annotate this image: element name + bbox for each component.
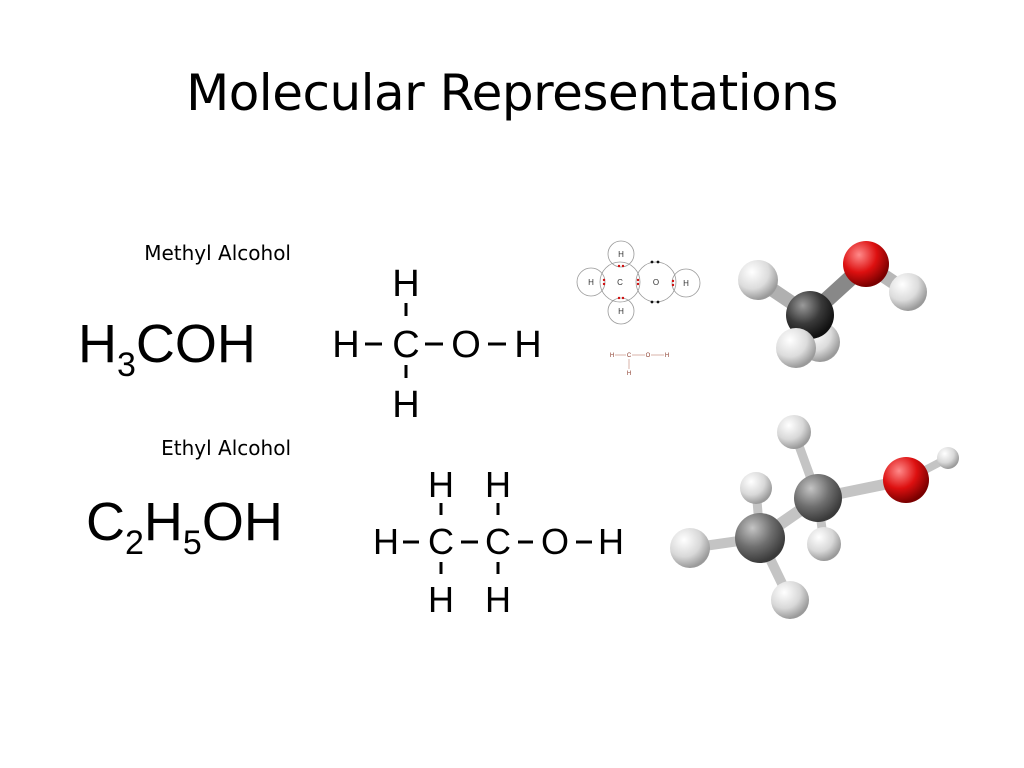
atom-h: H (618, 250, 624, 259)
atom-o: O (451, 324, 481, 366)
hydrogen-atom (738, 260, 778, 300)
mini-atom-c: C (627, 353, 632, 359)
lone-pair-dot (656, 260, 660, 264)
ethyl-condensed-formula: C2H5OH (86, 492, 283, 562)
methyl-structural-formula: H H C O H H (332, 263, 541, 426)
hydrogen-atom (807, 527, 841, 561)
atom-h: H (392, 263, 419, 305)
hydrogen-atom (670, 528, 710, 568)
formula-part: C (86, 492, 125, 552)
carbon-atom (735, 513, 785, 563)
mini-atom-o: O (646, 353, 651, 359)
electron-dot (636, 282, 640, 286)
electron-dot (602, 278, 606, 282)
formula-part: OH (201, 492, 283, 552)
atom-c: C (392, 324, 419, 366)
methyl-ball-and-stick-model (738, 241, 927, 368)
atom-h: H (588, 278, 594, 287)
formula-subscript: 3 (117, 346, 136, 384)
mini-atom-h: H (665, 353, 669, 359)
slide-title: Molecular Representations (186, 64, 838, 122)
methyl-electron-dot-diagram: H H C O H H H C O (576, 240, 701, 377)
atom-h: H (428, 579, 454, 620)
ethyl-structural-formula: H H H C C O H H H (373, 464, 624, 620)
lone-pair-dot (650, 300, 654, 304)
methyl-condensed-formula: H3COH (78, 314, 256, 384)
electron-dot (671, 283, 675, 287)
electron-dot (617, 296, 621, 300)
mini-atom-h: H (610, 353, 614, 359)
ethyl-caption: Ethyl Alcohol (161, 436, 291, 460)
hydrogen-atom (740, 472, 772, 504)
atom-h: H (683, 279, 689, 288)
oxygen-atom (883, 457, 929, 503)
formula-part: COH (135, 314, 256, 374)
atom-c: C (617, 278, 623, 287)
ethyl-ball-and-stick-model (670, 415, 959, 619)
hydrogen-atom (937, 447, 959, 469)
formula-subscript: 2 (125, 524, 144, 562)
atom-h: H (485, 579, 511, 620)
electron-dot (617, 264, 621, 268)
electron-dot (602, 282, 606, 286)
carbon-atom (794, 474, 842, 522)
atom-c: C (485, 521, 511, 562)
orbital-circle (599, 261, 641, 303)
electron-dot (671, 279, 675, 283)
formula-part: H (143, 492, 183, 552)
hydrogen-atom (771, 581, 809, 619)
formula-part: H (78, 314, 117, 374)
atom-o: O (653, 278, 659, 287)
hydrogen-atom (889, 273, 927, 311)
orbital-circle (576, 267, 606, 297)
atom-h: H (392, 384, 419, 426)
orbital-circle (671, 268, 701, 298)
hydrogen-atom (776, 328, 816, 368)
carbon-atom (786, 291, 834, 339)
lone-pair-dot (650, 260, 654, 264)
atom-h: H (373, 521, 399, 562)
atom-h: H (332, 324, 359, 366)
electron-dot (621, 296, 625, 300)
electron-dot (636, 278, 640, 282)
orbital-circle (607, 240, 635, 268)
atom-h: H (428, 464, 454, 505)
hydrogen-atom (777, 415, 811, 449)
oxygen-atom (843, 241, 889, 287)
atom-h: H (514, 324, 541, 366)
methyl-caption: Methyl Alcohol (144, 241, 291, 265)
orbital-circle (635, 261, 677, 303)
lone-pair-dot (656, 300, 660, 304)
atom-c: C (428, 521, 454, 562)
atom-h: H (485, 464, 511, 505)
mini-atom-h: H (627, 371, 631, 377)
formula-subscript: 5 (182, 524, 202, 562)
atom-h: H (598, 521, 624, 562)
atom-o: O (541, 521, 569, 562)
electron-dot (621, 264, 625, 268)
atom-h: H (618, 307, 624, 316)
orbital-circle (607, 297, 635, 325)
